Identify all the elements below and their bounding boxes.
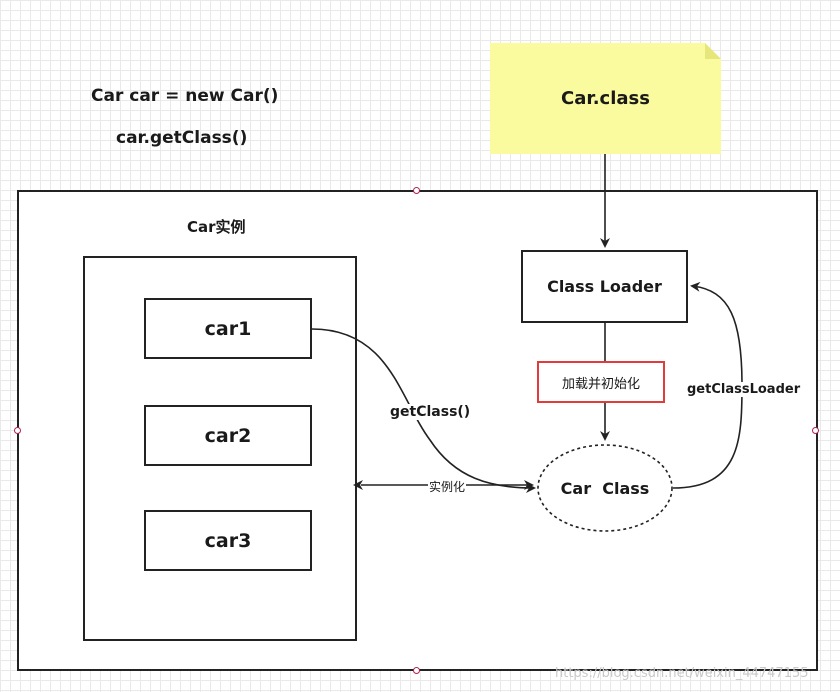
note-shape (490, 43, 721, 154)
resize-handle-bottom[interactable] (413, 667, 420, 674)
resize-handle-left[interactable] (14, 427, 21, 434)
car1-label: car1 (204, 317, 252, 340)
load-init-box[interactable]: 加载并初始化 (537, 361, 665, 403)
code-line-new-car: Car car = new Car() (91, 86, 279, 106)
resize-handle-right[interactable] (812, 427, 819, 434)
watermark-text: https://blog.csdn.net/weixin_44747155 (555, 666, 809, 681)
car-class-note[interactable]: Car.class (490, 43, 721, 154)
car2-label: car2 (204, 424, 252, 447)
resize-handle-top[interactable] (413, 187, 420, 194)
class-loader-box[interactable]: Class Loader (521, 250, 688, 323)
getclassloader-label: getClassLoader (686, 382, 802, 397)
note-label: Car.class (561, 88, 650, 109)
car1-box[interactable]: car1 (144, 298, 312, 359)
car3-label: car3 (204, 529, 252, 552)
getclass-label: getClass() (389, 404, 472, 420)
class-loader-label: Class Loader (547, 277, 662, 296)
instantiate-label: 实例化 (428, 478, 467, 495)
car2-box[interactable]: car2 (144, 405, 312, 466)
car-class-label: Car Class (560, 478, 650, 498)
car-class-node[interactable]: Car Class (538, 466, 672, 510)
load-init-label: 加载并初始化 (561, 376, 640, 392)
code-line-get-class: car.getClass() (116, 128, 248, 148)
instances-title: Car实例 (187, 218, 246, 236)
car3-box[interactable]: car3 (144, 510, 312, 571)
car-class-ellipse (537, 444, 673, 532)
